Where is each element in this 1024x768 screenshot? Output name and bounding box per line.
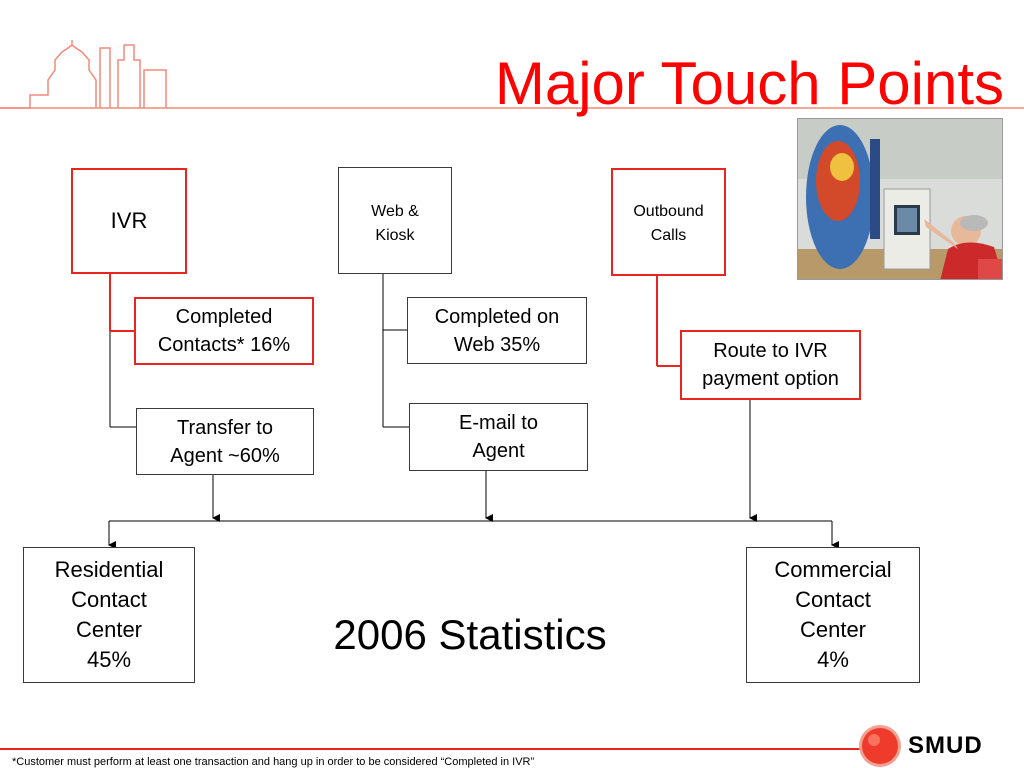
footnote: *Customer must perform at least one tran… [12,756,535,768]
web-kiosk-label: Web & Kiosk [371,203,419,244]
residential-center-label: Residential Contact Center 45% [54,557,164,672]
ivr-box: IVR [71,168,187,274]
stats-label: 2006 Statistics [333,611,607,658]
ivr-transfer-box: Transfer to Agent ~60% [136,408,314,475]
ivr-completed-label: Completed Contacts* 16% [157,306,291,356]
outbound-calls-box: Outbound Calls [611,168,726,276]
ivr-transfer-label: Transfer to Agent ~60% [170,416,280,467]
commercial-center-label: Commercial Contact Center 4% [774,557,892,672]
outbound-route-box: Route to IVR payment option [680,330,861,400]
web-kiosk-box: Web & Kiosk [338,167,452,274]
residential-center-box: Residential Contact Center 45% [23,547,195,683]
ivr-label: IVR [110,208,148,233]
smud-logo-text: SMUD [908,732,983,759]
outbound-calls-label: Outbound Calls [633,203,704,244]
outbound-route-label: Route to IVR payment option [702,340,839,390]
capitol-building-outline-icon [0,40,167,109]
commercial-center-box: Commercial Contact Center 4% [746,547,920,683]
ivr-completed-box: Completed Contacts* 16% [134,297,314,365]
slide-title: Major Touch Points [494,50,1004,117]
web-completed-label: Completed on Web 35% [434,305,560,356]
web-email-box: E-mail to Agent [409,403,588,471]
web-completed-box: Completed on Web 35% [407,297,587,364]
kiosk-customer-photo [797,118,1003,280]
smud-sun-logo-icon [859,725,901,767]
web-email-label: E-mail to Agent [459,412,538,462]
